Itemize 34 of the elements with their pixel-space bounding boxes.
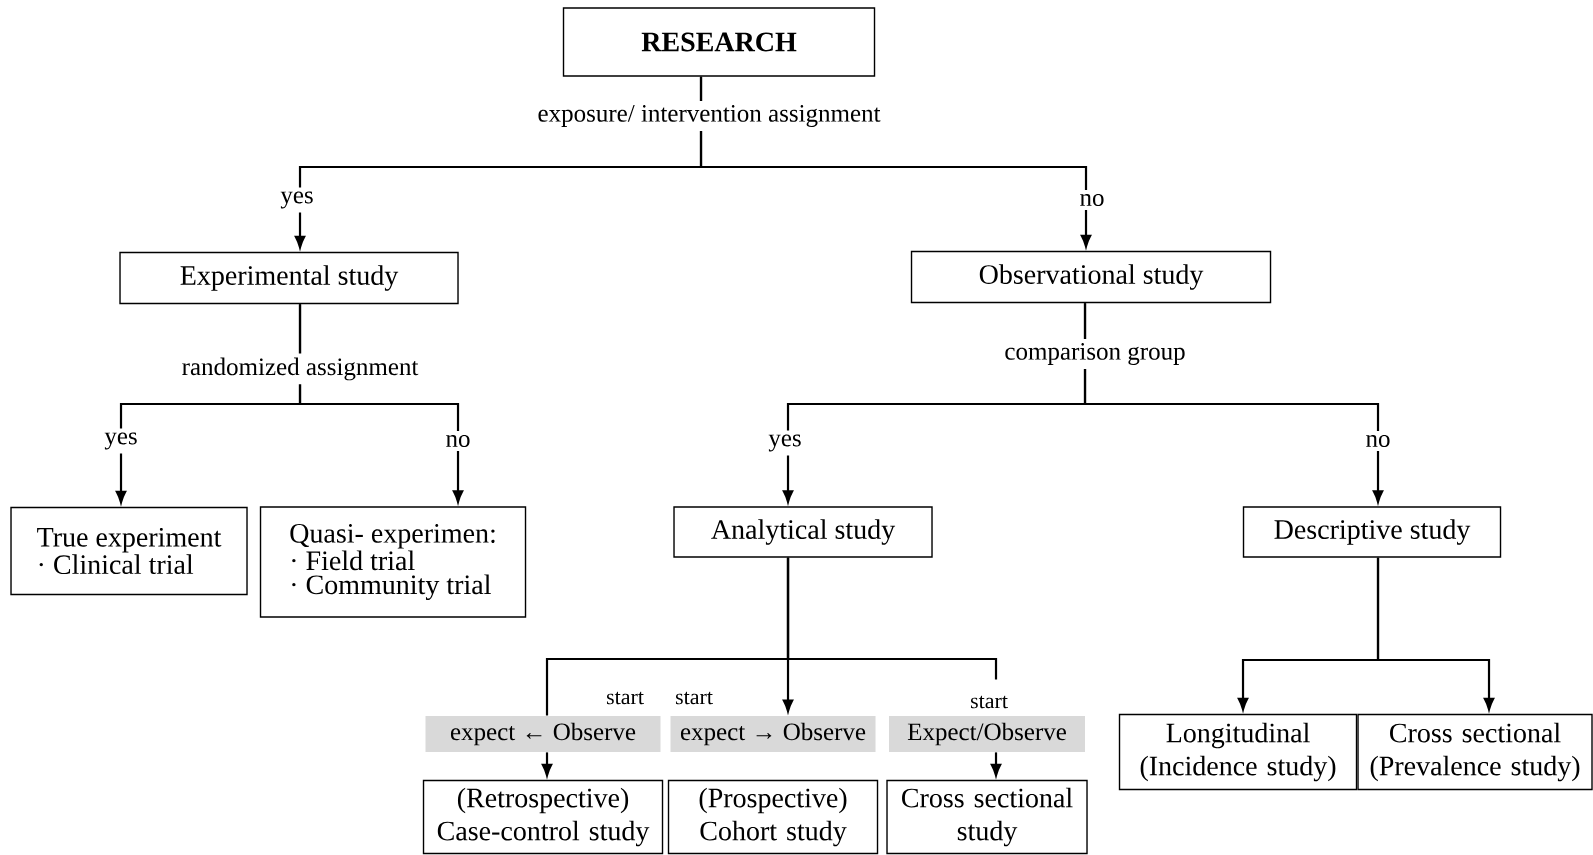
branch-label: comparison group — [1000, 339, 1190, 369]
start-label: start — [607, 691, 644, 705]
process-box: Experimental study — [119, 251, 459, 305]
process-box: Cross sectional (Prevalence study) — [1357, 713, 1593, 791]
start-label: start — [971, 695, 1008, 709]
arrow — [541, 752, 553, 777]
arrow — [990, 752, 1002, 777]
timing-band: Expect/Observe — [889, 716, 1085, 752]
edge-label: no — [441, 431, 475, 451]
branch-label: exposure/ intervention assignment — [533, 101, 885, 131]
process-box: Longitudinal (Incidence study) — [1118, 713, 1358, 791]
arrow — [1083, 303, 1384, 503]
start-label: start — [676, 691, 713, 705]
arrow — [699, 76, 1092, 248]
process-box: Cross sectional study — [886, 779, 1088, 855]
timing-band: expect → Observe — [670, 716, 876, 752]
edge-label: no — [1075, 190, 1109, 210]
process-box: Descriptive study — [1242, 506, 1502, 558]
process-box: Analytical study — [673, 506, 933, 558]
edge-label: yes — [276, 187, 318, 213]
edge-label: yes — [764, 430, 806, 456]
title-box: RESEARCH — [562, 7, 876, 77]
arrow — [298, 304, 464, 503]
branch-label: randomized assignment — [177, 353, 423, 385]
edge-label: yes — [100, 428, 142, 454]
process-box: (Prospective) Cohort study — [667, 779, 879, 855]
process-box: (Retrospective) Case-control study — [422, 779, 664, 855]
edge-label: no — [1361, 431, 1395, 451]
process-box: Observational study — [910, 250, 1272, 304]
process-box: True experiment · Clinical trial — [10, 506, 248, 596]
process-box: Quasi- experimen: · Field trial · Community trial — [259, 506, 527, 618]
timing-band: expect ← Observe — [425, 716, 661, 752]
arrow — [1376, 557, 1495, 711]
connector-line — [786, 557, 998, 680]
